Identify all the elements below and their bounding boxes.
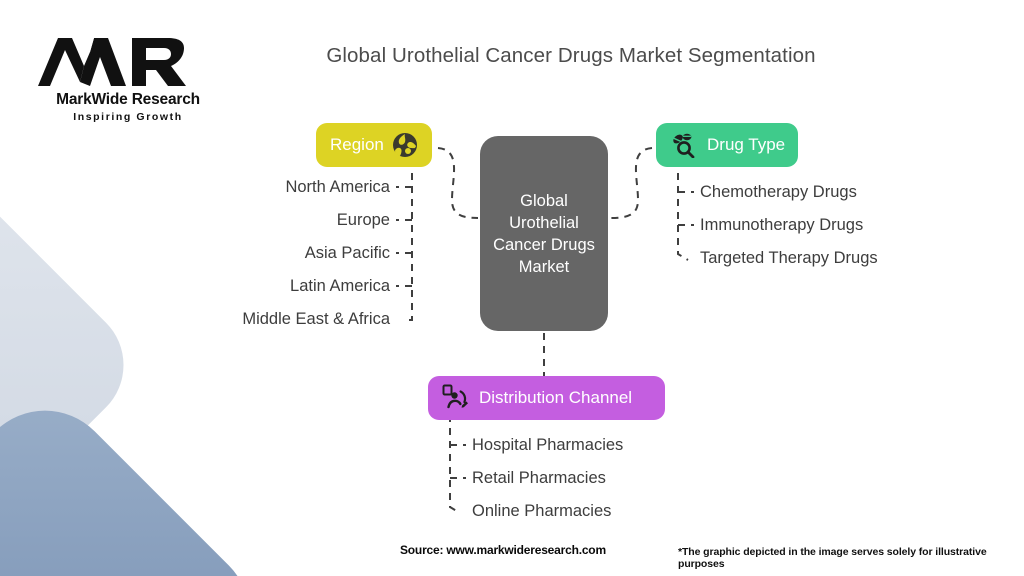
page-title-text: Global Urothelial Cancer Drugs Market Se… <box>326 44 816 67</box>
leaf-distribution-1: Hospital Pharmacies <box>472 436 624 454</box>
leaf-distribution-3: Online Pharmacies <box>472 502 612 520</box>
branch-label-region: Region <box>330 135 384 154</box>
leaf-region-3: Asia Pacific <box>304 244 390 262</box>
leaf-region-2: Europe <box>336 211 390 229</box>
logo-mark-icon <box>38 38 186 86</box>
center-node-label: Global Urothelial Cancer Drugs Market <box>493 191 595 276</box>
branch-label-distribution-channel: Distribution Channel <box>479 388 633 407</box>
brand-tagline: Inspiring Growth <box>73 111 183 123</box>
disclaimer-label: *The graphic depicted in the image serve… <box>678 546 987 570</box>
source-label: Source: www.markwideresearch.com <box>400 543 606 557</box>
branch-badge-distribution-channel[interactable]: Distribution Channel <box>428 376 665 420</box>
branch-badge-drug-type[interactable]: Drug Type <box>656 123 798 167</box>
connector-drug-spine <box>677 160 689 261</box>
branch-badge-region[interactable]: Region <box>316 123 432 167</box>
leaf-region-4: Latin America <box>290 277 390 295</box>
brand-name: MarkWide Research <box>56 91 200 108</box>
center-node: Global Urothelial Cancer Drugs Market <box>480 136 608 331</box>
brand-logo: MarkWide Research Inspiring Growth <box>28 32 228 123</box>
connector-region-to-center <box>437 147 479 219</box>
connector-drug-to-center <box>609 147 653 219</box>
leaf-region-5: Middle East & Africa <box>242 310 390 328</box>
contact-edit-icon <box>442 384 470 412</box>
leaf-distribution-2: Retail Pharmacies <box>472 469 606 487</box>
connector-region-spine <box>404 160 413 321</box>
page-title: Global Urothelial Cancer Drugs Market Se… <box>0 44 1024 68</box>
leaf-drug-type-2: Immunotherapy Drugs <box>700 216 864 234</box>
pills-search-icon <box>670 132 698 158</box>
leaf-region-1: North America <box>285 178 390 196</box>
connector-distribution-spine <box>449 415 461 514</box>
globe-icon <box>392 132 418 158</box>
leaf-drug-type-1: Chemotherapy Drugs <box>700 183 857 201</box>
branch-label-drug-type: Drug Type <box>707 135 786 154</box>
leaf-drug-type-3: Targeted Therapy Drugs <box>700 249 878 267</box>
